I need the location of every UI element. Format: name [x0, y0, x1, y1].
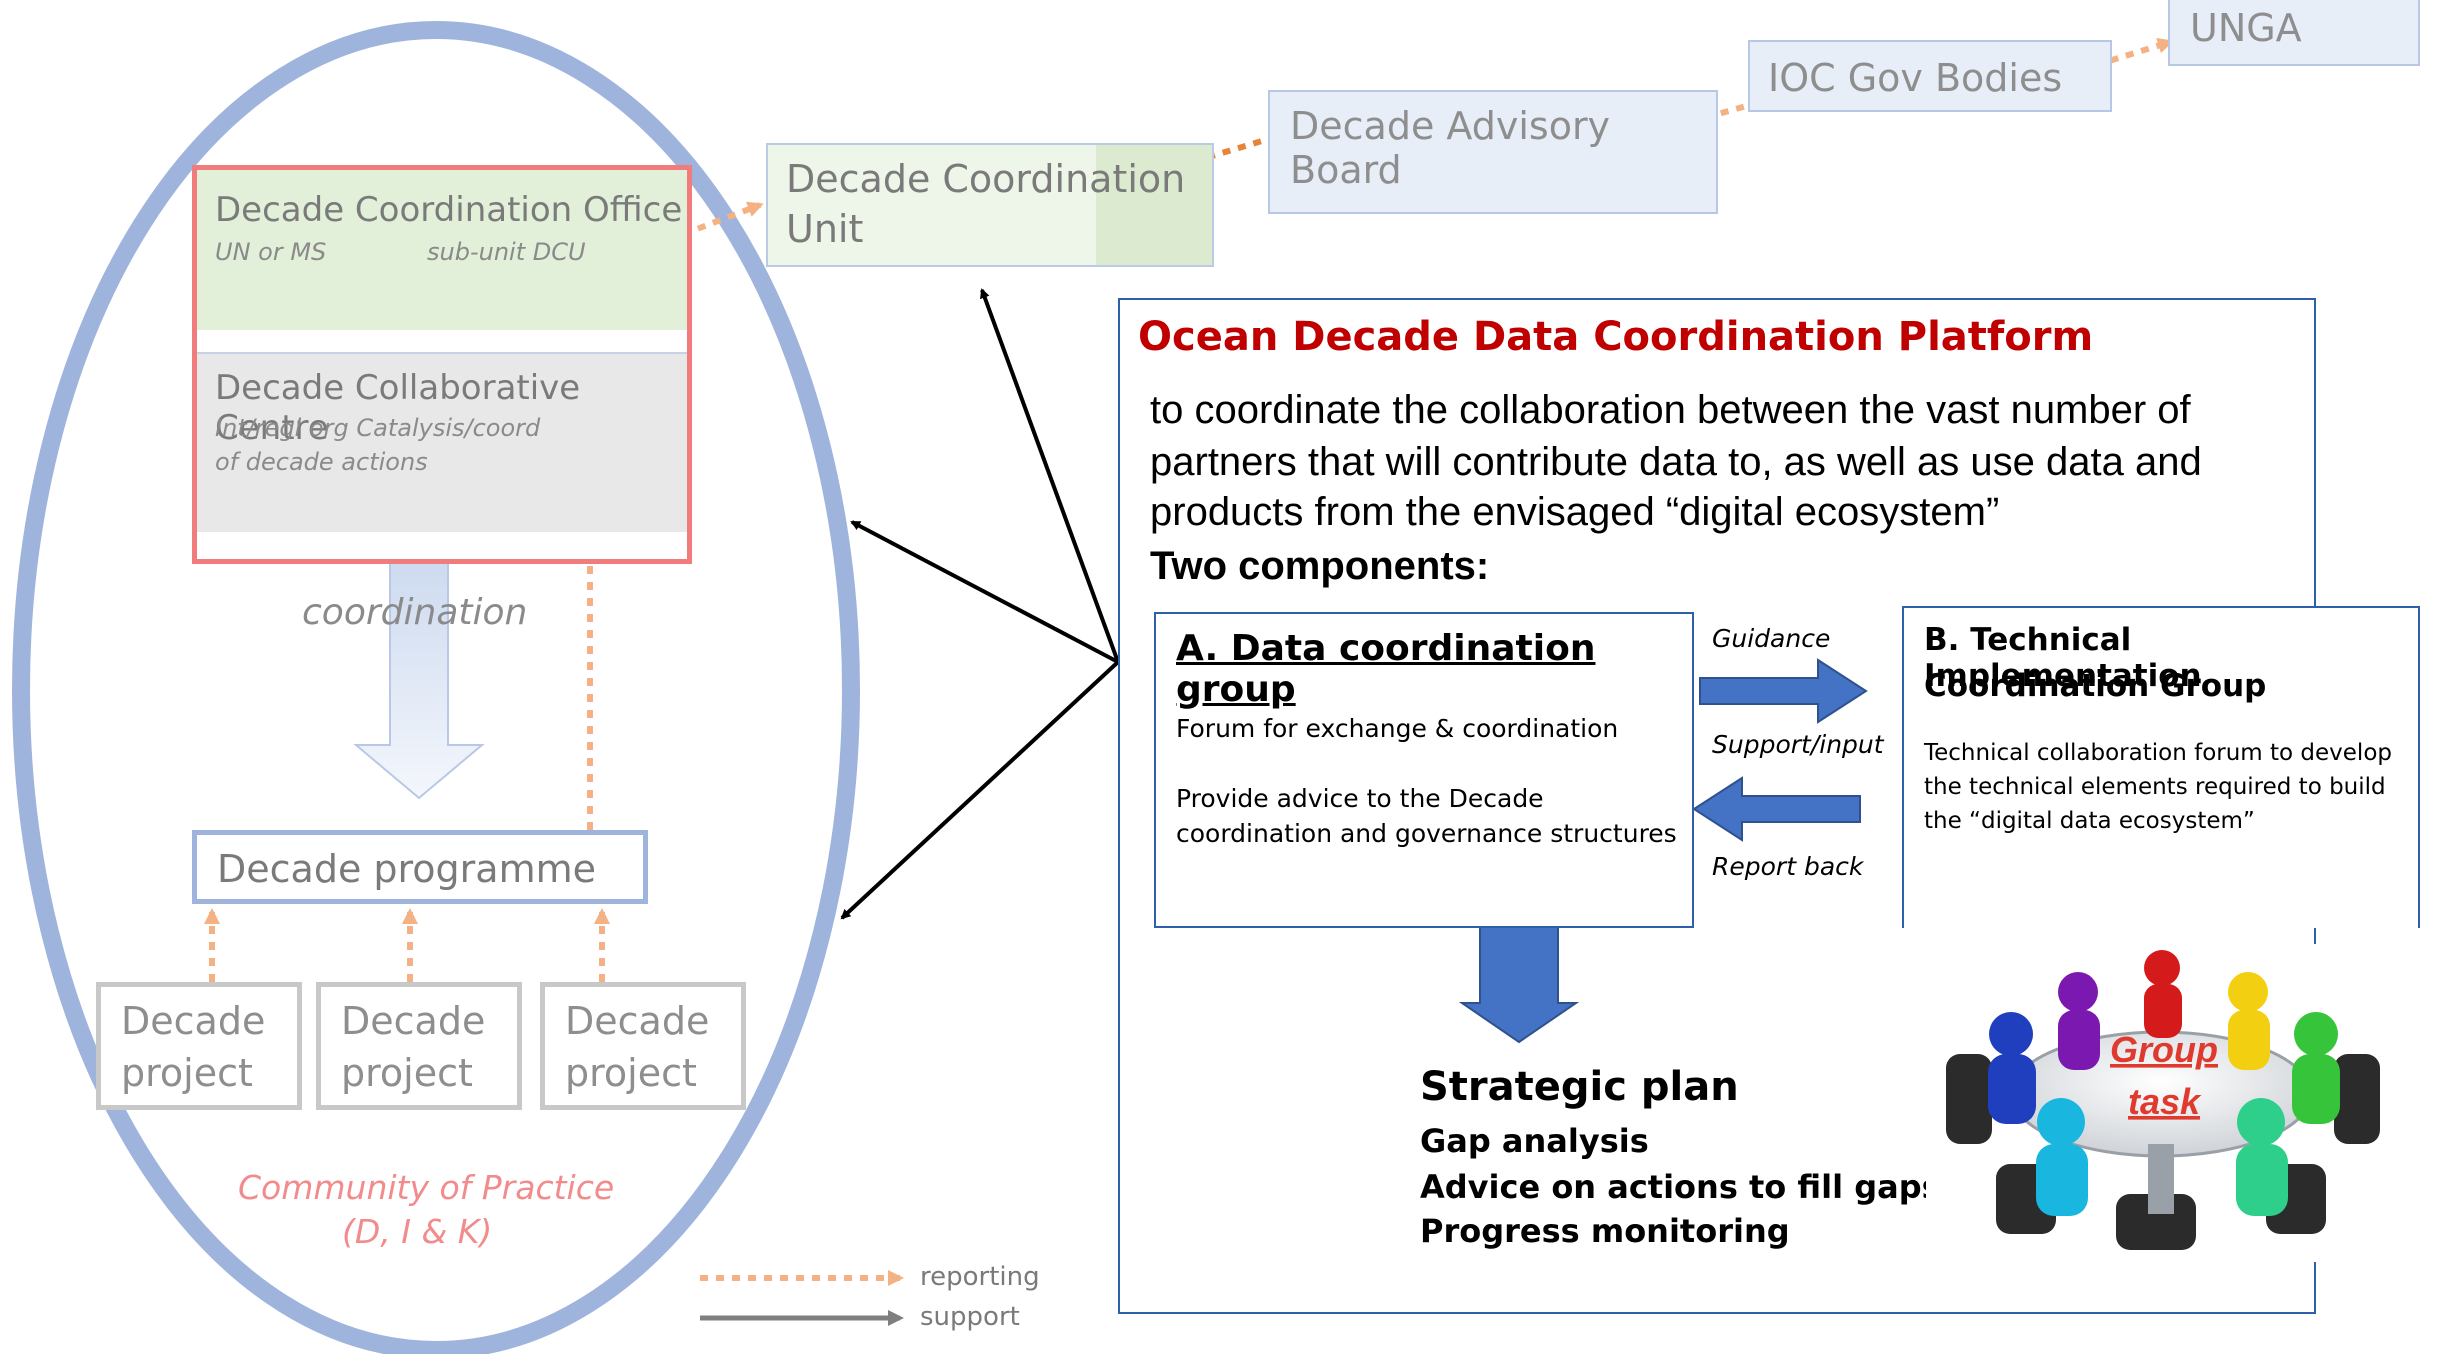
unga-label: UNGA [2190, 6, 2302, 50]
community-label-line2: (D, I & K) [342, 1212, 493, 1251]
strategic-plan-arrow [1458, 923, 1580, 1044]
programme-box: Decade programme [192, 830, 648, 904]
group-task-image: Group task [1926, 944, 2396, 1262]
centre-sub2: of decade actions [215, 448, 428, 476]
platform-desc-line2: partners that will contribute data to, a… [1150, 440, 2202, 484]
dcu-highlight [1096, 145, 1212, 265]
centre-title: Decade Collaborative Centre [215, 368, 581, 448]
centre-sub1: Int/regl org Catalysis/coord [215, 414, 541, 442]
group-a-title: A. Data coordination group [1176, 628, 1596, 710]
project-box-3: Decade project [540, 982, 746, 1110]
community-ellipse [12, 21, 860, 1354]
office-title: Decade Coordination Office [215, 190, 683, 230]
group-b-line3: the “digital data ecosystem” [1924, 808, 2255, 834]
legend-reporting-label: reporting [920, 1262, 1040, 1292]
office-centre-frame: Decade Coordination Office UN or MS sub-… [192, 165, 692, 564]
strategic-item-3: Progress monitoring [1420, 1212, 1790, 1250]
office-panel: Decade Coordination Office UN or MS sub-… [197, 170, 687, 330]
project-1-line2: project [121, 1051, 253, 1095]
group-b-box: B. Technical Implementation Coordination… [1902, 606, 2420, 928]
support-arrow-to-ellipse-top [850, 520, 1119, 664]
legend-support-label: support [920, 1302, 1020, 1332]
support-arrow-to-dcu [980, 288, 1120, 663]
office-sub1: UN or MS [215, 238, 327, 266]
dcu-label-line2: Unit [786, 207, 864, 251]
project-3-line1: Decade [565, 999, 710, 1043]
strategic-item-1: Gap analysis [1420, 1122, 1649, 1160]
group-a-line3: coordination and governance structures [1176, 819, 1677, 848]
guidance-label: Guidance [1712, 624, 1831, 653]
unga-box: UNGA [2168, 0, 2420, 66]
ioc-box: IOC Gov Bodies [1748, 40, 2112, 112]
programme-label: Decade programme [217, 847, 596, 891]
platform-desc-line1: to coordinate the collaboration between … [1150, 388, 2191, 432]
group-b-line1: Technical collaboration forum to develop [1924, 740, 2392, 766]
group-task-word-1: Group [2110, 1029, 2218, 1070]
dcu-box: Decade Coordination Unit [766, 143, 1214, 267]
advisory-label: Decade Advisory Board [1290, 104, 1611, 192]
dcu-label-line1: Decade Coordination [786, 157, 1186, 201]
advisory-box: Decade Advisory Board [1268, 90, 1718, 214]
platform-title: Ocean Decade Data Coordination Platform [1138, 314, 2094, 360]
group-task-word-2: task [2128, 1081, 2202, 1122]
strategic-plan-title: Strategic plan [1420, 1064, 1739, 1110]
project-3-line2: project [565, 1051, 697, 1095]
group-a-line2: Provide advice to the Decade [1176, 784, 1544, 813]
project-box-1: Decade project [96, 982, 302, 1110]
coordination-label: coordination [302, 592, 528, 633]
group-b-title-line1: B. Technical Implementation [1924, 622, 2202, 694]
project-box-2: Decade project [316, 982, 522, 1110]
support-arrow-to-ellipse-bottom [840, 660, 1120, 920]
guidance-arrow [1699, 658, 1868, 724]
group-b-title-line2: Coordination Group [1924, 668, 2267, 704]
project-2-line2: project [341, 1051, 473, 1095]
project-1-line1: Decade [121, 999, 266, 1043]
group-a-line1: Forum for exchange & coordination [1176, 714, 1619, 743]
report-back-label: Report back [1712, 852, 1864, 881]
report-back-arrow [1692, 776, 1861, 842]
group-a-box: A. Data coordination group Forum for exc… [1154, 612, 1694, 928]
coordination-arrow [353, 535, 485, 800]
office-sub2: sub-unit DCU [427, 238, 586, 266]
ioc-label: IOC Gov Bodies [1768, 56, 2063, 100]
group-task-illustration: Group task [1946, 950, 2380, 1250]
platform-desc-line3: products from the envisaged “digital eco… [1150, 490, 2000, 534]
components-heading: Two components: [1150, 544, 1490, 588]
strategic-item-2: Advice on actions to fill gaps [1420, 1168, 1941, 1206]
centre-panel: Decade Collaborative Centre Int/regl org… [197, 352, 687, 532]
project-2-line1: Decade [341, 999, 486, 1043]
support-input-label: Support/input [1712, 730, 1884, 759]
community-label-line1: Community of Practice [238, 1168, 615, 1207]
group-b-line2: the technical elements required to build [1924, 774, 2386, 800]
